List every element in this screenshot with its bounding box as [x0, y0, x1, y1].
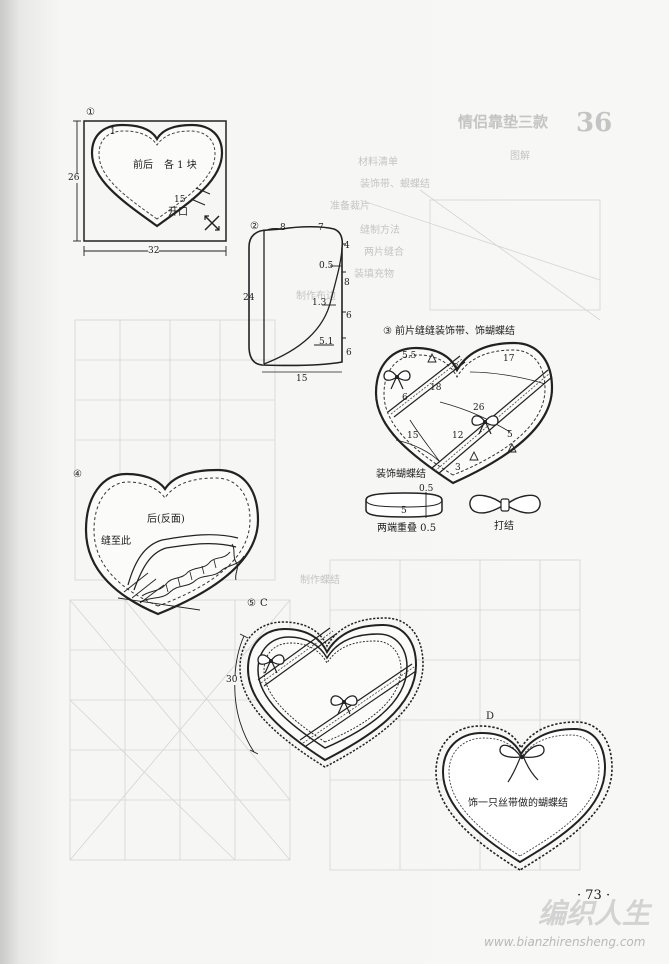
ghost-line-1: 图解	[510, 151, 530, 162]
fig2-dim-right-6a: 6	[346, 311, 352, 321]
fig3-bow-pieces	[365, 492, 541, 518]
fig2-dim-inner-5-1: 5.1	[319, 337, 334, 347]
fig2-dim-right-8: 8	[344, 278, 350, 288]
fig4-label-back: 后(反面)	[147, 514, 185, 525]
fig5-label-c: C	[260, 598, 268, 609]
fig3-dim-18: 18	[430, 383, 442, 393]
fig3-dim-5-5: 5.5	[402, 351, 417, 361]
fig2-quarter-pattern	[248, 225, 346, 373]
watermark-url: www.bianzhirensheng.com	[484, 935, 646, 949]
fig1-opening-length: 15	[174, 195, 186, 205]
fig3-dim-12: 12	[452, 431, 464, 441]
fig3-label-tie: 打结	[494, 521, 514, 532]
fig1-label-front-back: 前后	[133, 160, 153, 171]
fig2-dim-top-left: 8	[280, 223, 286, 233]
fig3-label-bow: 装饰蝴蝶结	[376, 469, 426, 480]
fig1-corner-mark: 1	[110, 127, 116, 137]
ghost-line-4: 准备裁片	[330, 201, 370, 212]
ghost-line-8: 制作布边	[296, 291, 336, 302]
fig3-dim-5: 5	[507, 430, 513, 440]
ghost-line-6: 两片缝合	[364, 247, 404, 258]
fig2-dim-right-4: 4	[344, 241, 350, 251]
fig3-dim-15: 15	[407, 431, 419, 441]
fig3-dim-26: 26	[473, 403, 485, 413]
ghost-title-number: 36	[576, 108, 613, 138]
fig2-number: ②	[250, 221, 259, 232]
ghost-line-2: 材料清单	[358, 157, 398, 168]
fig4-back-piece	[84, 468, 260, 616]
fig3-dim-3-top: 3	[453, 363, 459, 373]
fig2-dim-height: 24	[243, 293, 255, 303]
fig1-dim-height: 26	[68, 173, 80, 183]
fig3-dim-17: 17	[503, 354, 515, 364]
ghost-line-9: 制作蝶结	[300, 575, 340, 586]
fig2-dim-top-right: 7	[318, 223, 324, 233]
fig2-dim-bottom: 15	[296, 374, 308, 384]
fig3-label-overlap: 两端重叠 0.5	[377, 523, 437, 534]
fig4-number: ④	[73, 469, 82, 480]
fig3-number: ③	[383, 326, 392, 337]
fig2-dim-inner-1-3: 1.3	[312, 298, 327, 308]
page-number: · 73 ·	[577, 888, 611, 903]
figD-heart	[435, 721, 613, 871]
ghost-line-3: 装饰带、蛝蝶结	[360, 179, 430, 190]
fig3-dim-3-bottom: 3	[455, 463, 461, 473]
figD-caption: 饰一只丝带做的蝴蝶结	[468, 798, 568, 809]
fig3-front-piece	[374, 341, 554, 485]
fig3-caption: 前片缝缝装饰带、饰蝴蝶结	[395, 326, 515, 337]
fig1-rectangle-pattern	[73, 120, 227, 256]
ghost-title: 情侣靠垫三款	[458, 113, 549, 131]
fig2-dim-inner-0-5: 0.5	[319, 261, 334, 271]
fig4-label-sew-to: 缝至此	[101, 536, 131, 547]
fig2-dim-right-6b: 6	[346, 348, 352, 358]
fig3-strip-dim-5: 5	[401, 506, 407, 516]
fig1-dim-width: 32	[148, 246, 160, 256]
ghost-line-7: 装填充物	[354, 269, 394, 280]
fig1-label-opening: 开口	[168, 207, 188, 218]
fig3-dim-6: 6	[402, 393, 408, 403]
fig1-number: ①	[86, 107, 95, 118]
fig5-ruffled-heart	[234, 617, 424, 768]
fig5-dim: 30	[226, 675, 238, 685]
watermark-brand: 编织人生	[538, 897, 651, 930]
fig1-label-count: 各 1 块	[164, 160, 197, 171]
ghost-line-5: 缝制方法	[360, 225, 400, 236]
figD-label: D	[486, 711, 495, 722]
fig3-strip-dim-0-5: 0.5	[419, 484, 434, 494]
fig5-number: ⑤	[247, 598, 256, 609]
